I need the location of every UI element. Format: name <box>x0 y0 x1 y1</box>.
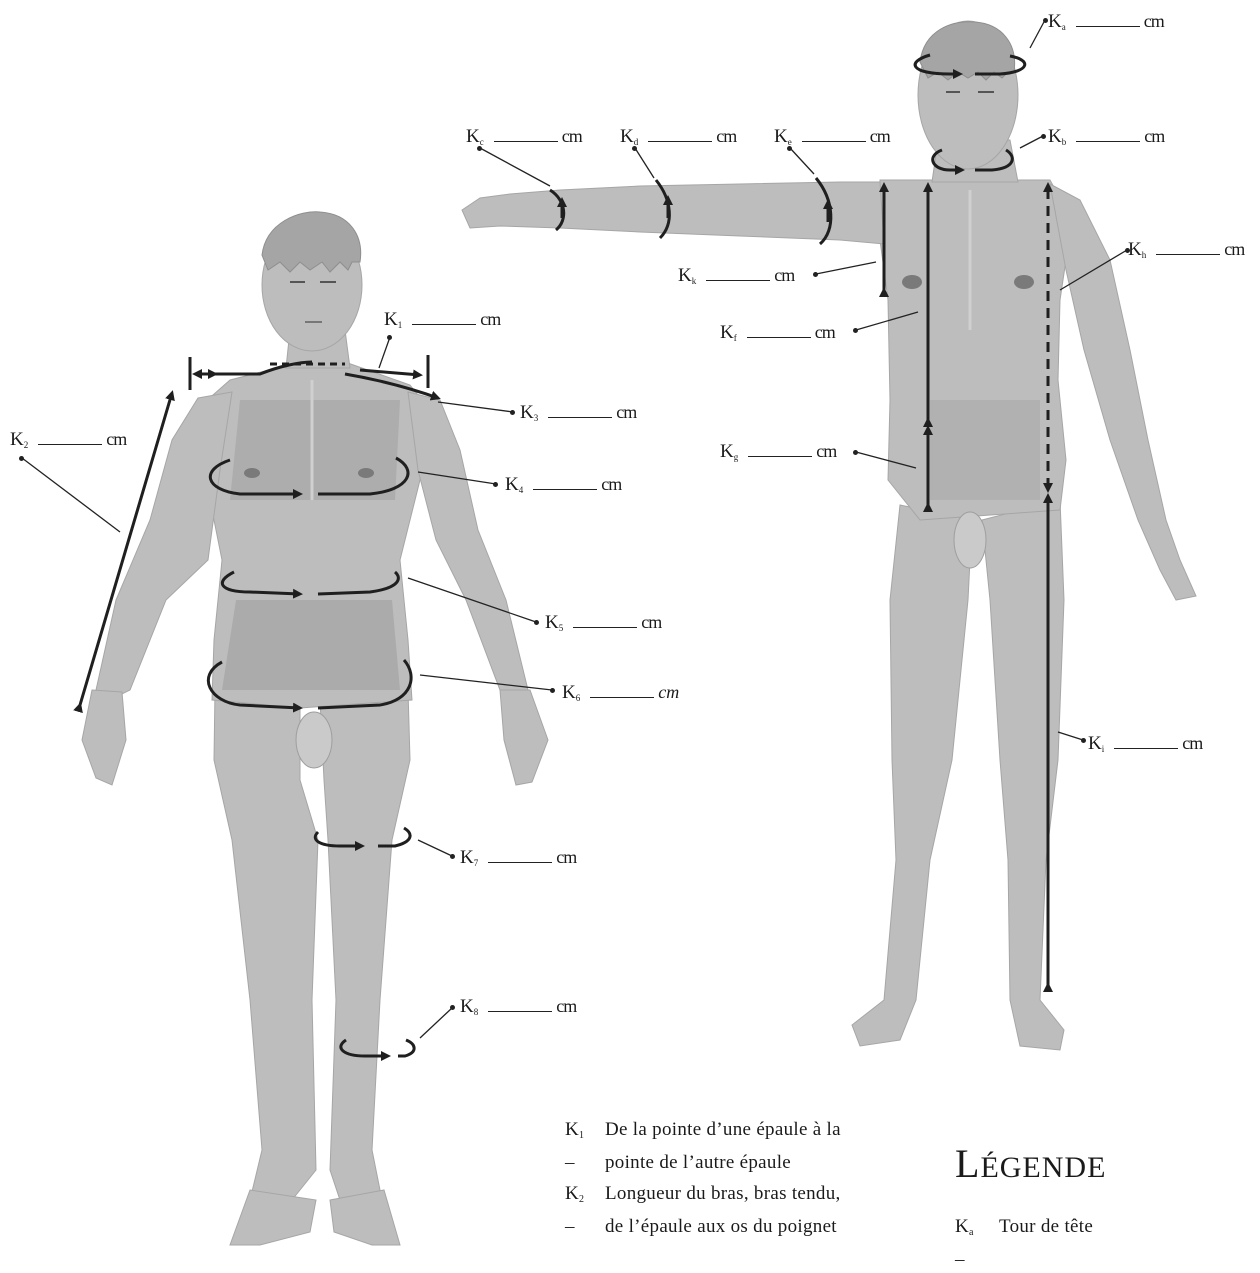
input-blank[interactable] <box>590 683 654 698</box>
leader-dot <box>550 688 555 693</box>
input-blank[interactable] <box>1114 734 1178 749</box>
leader-dot <box>787 146 792 151</box>
leader-dot <box>450 854 455 859</box>
side-figure <box>462 21 1196 1050</box>
leader-dot <box>853 328 858 333</box>
leader-dot <box>813 272 818 277</box>
front-figure <box>82 212 548 1245</box>
input-blank[interactable] <box>533 475 597 490</box>
input-blank[interactable] <box>412 310 476 325</box>
input-blank[interactable] <box>488 848 552 863</box>
input-blank[interactable] <box>38 430 102 445</box>
leader-dot <box>493 482 498 487</box>
leader-dot <box>534 620 539 625</box>
input-blank[interactable] <box>748 442 812 457</box>
input-blank[interactable] <box>488 997 552 1012</box>
leader-dot <box>1041 134 1046 139</box>
input-blank[interactable] <box>494 127 558 142</box>
input-blank[interactable] <box>706 266 770 281</box>
leader-dot <box>853 450 858 455</box>
leader-dot <box>1043 18 1048 23</box>
input-blank[interactable] <box>1156 240 1220 255</box>
input-blank[interactable] <box>548 403 612 418</box>
input-blank[interactable] <box>573 613 637 628</box>
leader-dot <box>510 410 515 415</box>
leader-dot <box>19 456 24 461</box>
input-blank[interactable] <box>648 127 712 142</box>
leader-dot <box>1125 248 1130 253</box>
leader-dot <box>387 335 392 340</box>
input-blank[interactable] <box>802 127 866 142</box>
leader-dot <box>632 146 637 151</box>
input-blank[interactable] <box>1076 12 1140 27</box>
leader-dot <box>1081 738 1086 743</box>
input-blank[interactable] <box>747 323 811 338</box>
leader-dot <box>477 146 482 151</box>
input-blank[interactable] <box>1076 127 1140 142</box>
leader-dot <box>450 1005 455 1010</box>
legend-title: LÉGENDE <box>955 1140 1106 1187</box>
